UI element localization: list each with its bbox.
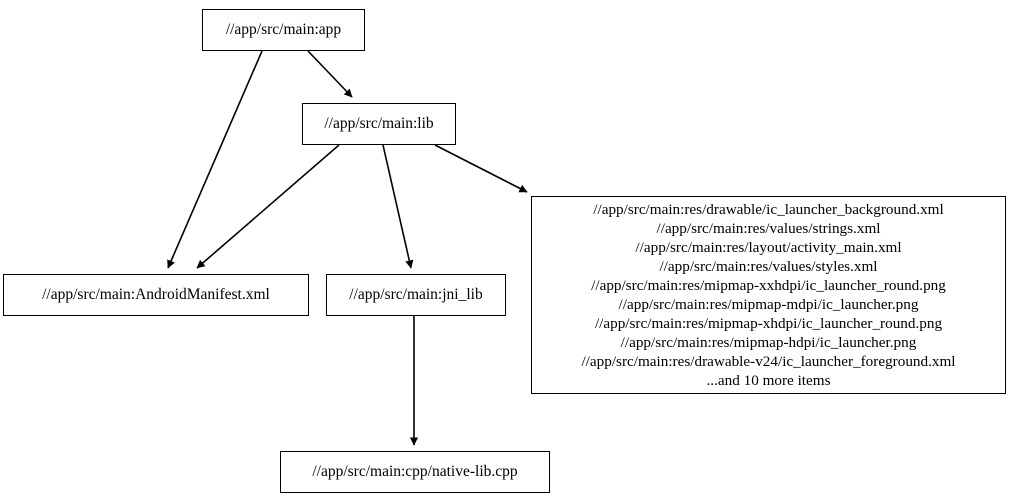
edge-lib-to-manifest <box>196 144 340 269</box>
node-jni-lib[interactable]: //app/src/main:jni_lib <box>326 274 506 316</box>
node-android-manifest[interactable]: //app/src/main:AndroidManifest.xml <box>3 274 309 316</box>
node-jni-lib-label: //app/src/main:jni_lib <box>349 286 483 304</box>
node-native-lib-cpp-label: //app/src/main:cpp/native-lib.cpp <box>312 463 518 481</box>
node-app-label: //app/src/main:app <box>225 21 342 39</box>
node-res-collection[interactable]: //app/src/main:res/drawable/ic_launcher_… <box>531 196 1006 394</box>
edge-lib-to-jnilib <box>382 144 414 269</box>
edge-app-to-lib <box>307 50 353 98</box>
edge-app-to-manifest <box>167 50 263 269</box>
node-lib-label: //app/src/main:lib <box>324 115 434 133</box>
edge-lib-to-res <box>434 144 528 193</box>
node-native-lib-cpp[interactable]: //app/src/main:cpp/native-lib.cpp <box>280 451 550 493</box>
node-lib[interactable]: //app/src/main:lib <box>302 103 456 145</box>
node-android-manifest-label: //app/src/main:AndroidManifest.xml <box>42 286 270 304</box>
node-res-collection-label: //app/src/main:res/drawable/ic_launcher_… <box>581 200 956 390</box>
node-app[interactable]: //app/src/main:app <box>202 9 365 51</box>
